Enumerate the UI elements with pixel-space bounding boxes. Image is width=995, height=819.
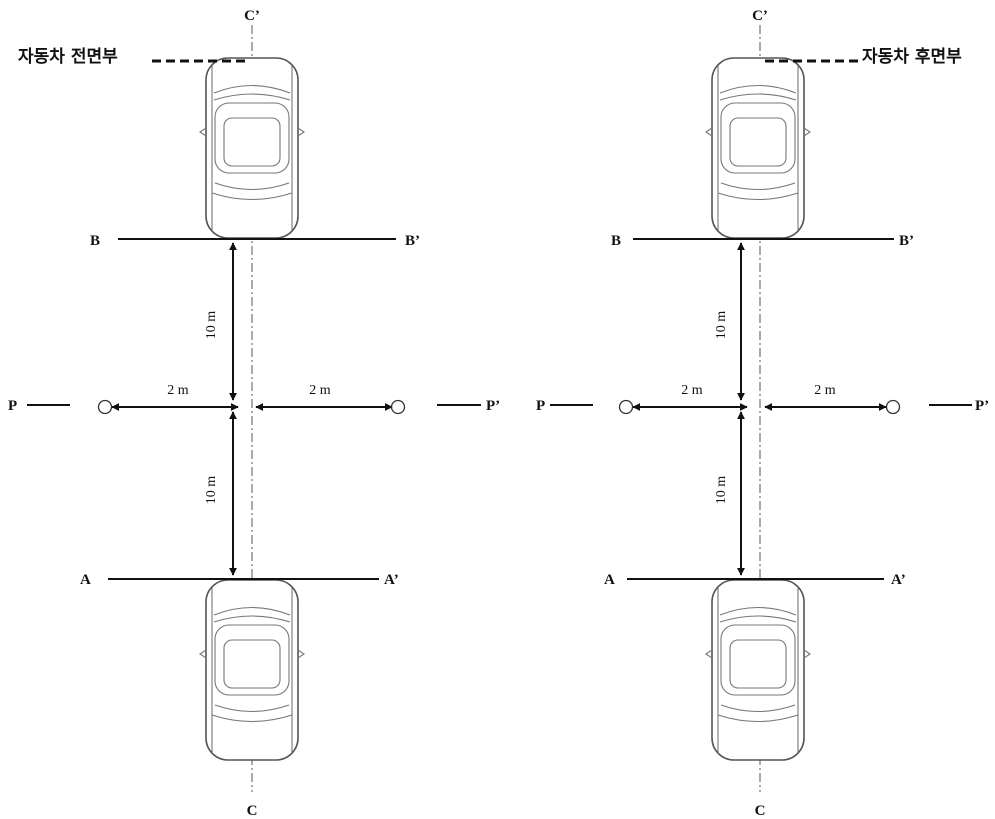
label-c-top: C’ [244,8,260,24]
label-b-right: B’ [899,233,914,249]
label-b-right: B’ [405,233,420,249]
label-b-left: B [611,233,621,249]
point-p-right [390,399,406,415]
front-panel: C’ C 자동차 전면부 B B’ A A’ 10 m 10 m 2 m 2 m… [8,8,500,819]
dim-left-label: 2 m [681,383,703,398]
car-part-label: 자동차 후면부 [862,46,962,67]
dim-right-label: 2 m [309,383,331,398]
car-bottom-icon [199,579,305,761]
dim-right-label: 2 m [814,383,836,398]
dim-upper-label: 10 m [204,311,219,340]
label-p-left: P [536,398,545,414]
label-p-left: P [8,398,17,414]
label-p-right: P’ [975,398,989,414]
label-a-right: A’ [891,572,906,588]
dim-left-label: 2 m [167,383,189,398]
label-p-right: P’ [486,398,500,414]
car-top-icon [705,57,811,239]
car-bottom-icon [705,579,811,761]
label-a-left: A [80,572,91,588]
label-c-top: C’ [752,8,768,24]
label-c-bottom: C [247,803,258,819]
rear-panel: C’ C 자동차 후면부 B B’ A A’ 10 m 10 m 2 m 2 m… [536,8,989,819]
dim-lower-label: 10 m [204,476,219,505]
car-part-label: 자동차 전면부 [18,47,118,67]
point-p-right [885,399,901,415]
label-c-bottom: C [755,803,766,819]
point-p-left [97,399,113,415]
dim-upper-label: 10 m [714,311,729,340]
label-a-right: A’ [384,572,399,588]
label-a-left: A [604,572,615,588]
dim-lower-label: 10 m [714,476,729,505]
car-top-icon [199,57,305,239]
label-b-left: B [90,233,100,249]
point-p-left [618,399,634,415]
